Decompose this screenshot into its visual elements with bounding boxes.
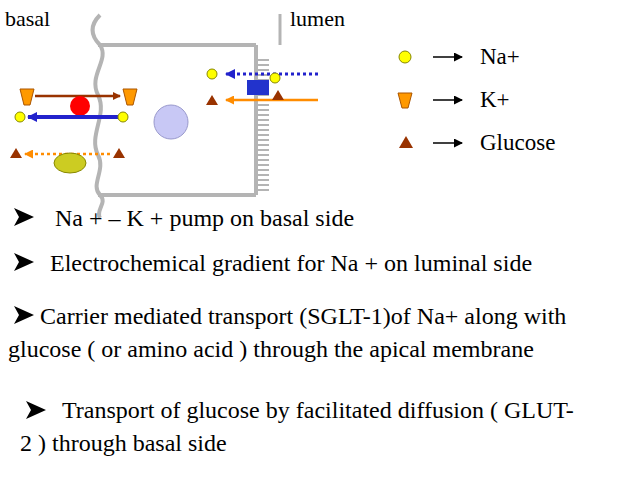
glut2-carrier xyxy=(54,153,86,173)
sglt-carrier xyxy=(247,80,269,95)
microvillus xyxy=(256,174,269,176)
microvillus xyxy=(256,144,269,146)
microvillus xyxy=(256,184,269,186)
microvillus xyxy=(256,169,269,171)
microvillus xyxy=(256,139,269,141)
microvillus xyxy=(256,154,269,156)
microvillus xyxy=(256,69,269,71)
microvillus xyxy=(256,179,269,181)
microvillus xyxy=(256,159,269,161)
legend-arrow xyxy=(433,142,462,144)
bullet-note: Transport of glucose by facilitated diff… xyxy=(20,394,580,460)
side-label: lumen xyxy=(290,4,345,34)
sodium-ion xyxy=(118,112,128,122)
sodium-arrow xyxy=(28,115,118,119)
microvillus xyxy=(256,109,269,111)
bullet-note: Electrochemical gradient for Na + on lum… xyxy=(50,247,532,280)
microvillus xyxy=(256,114,269,116)
microvillus xyxy=(256,129,269,131)
microvillus xyxy=(256,59,269,61)
glucose-molecule xyxy=(10,148,22,158)
side-label: basal xyxy=(5,4,50,34)
potassium-ion xyxy=(123,89,137,105)
sodium-ion xyxy=(15,112,25,122)
legend-sample xyxy=(399,136,413,148)
legend-arrow xyxy=(433,99,462,101)
microvillus xyxy=(256,189,269,191)
legend-text: Glucose xyxy=(480,128,555,158)
microvillus xyxy=(256,119,269,121)
nucleus xyxy=(154,105,188,139)
microvillus xyxy=(256,164,269,166)
sodium-potassium-pump xyxy=(70,96,90,116)
legend-arrow xyxy=(433,56,462,58)
microvilli xyxy=(256,60,269,190)
microvillus xyxy=(256,149,269,151)
potassium-ion xyxy=(20,89,34,105)
microvillus xyxy=(256,134,269,136)
microvillus xyxy=(256,104,269,106)
glucose-molecule xyxy=(206,95,218,105)
legend-text: K+ xyxy=(480,85,510,115)
microvillus xyxy=(256,124,269,126)
sodium-ion xyxy=(270,73,280,83)
glucose-molecule xyxy=(272,90,284,100)
microvillus xyxy=(256,64,269,66)
legend-sample xyxy=(398,93,412,108)
glucose-molecule xyxy=(113,148,125,158)
bullet-note: Na + – K + pump on basal side xyxy=(55,202,354,235)
legend-text: Na+ xyxy=(480,42,520,72)
sodium-ion xyxy=(207,69,217,79)
bullet-note: Carrier mediated transport (SGLT-1)of Na… xyxy=(8,300,630,366)
cell-membrane xyxy=(93,14,281,218)
legend-sample xyxy=(399,51,411,63)
